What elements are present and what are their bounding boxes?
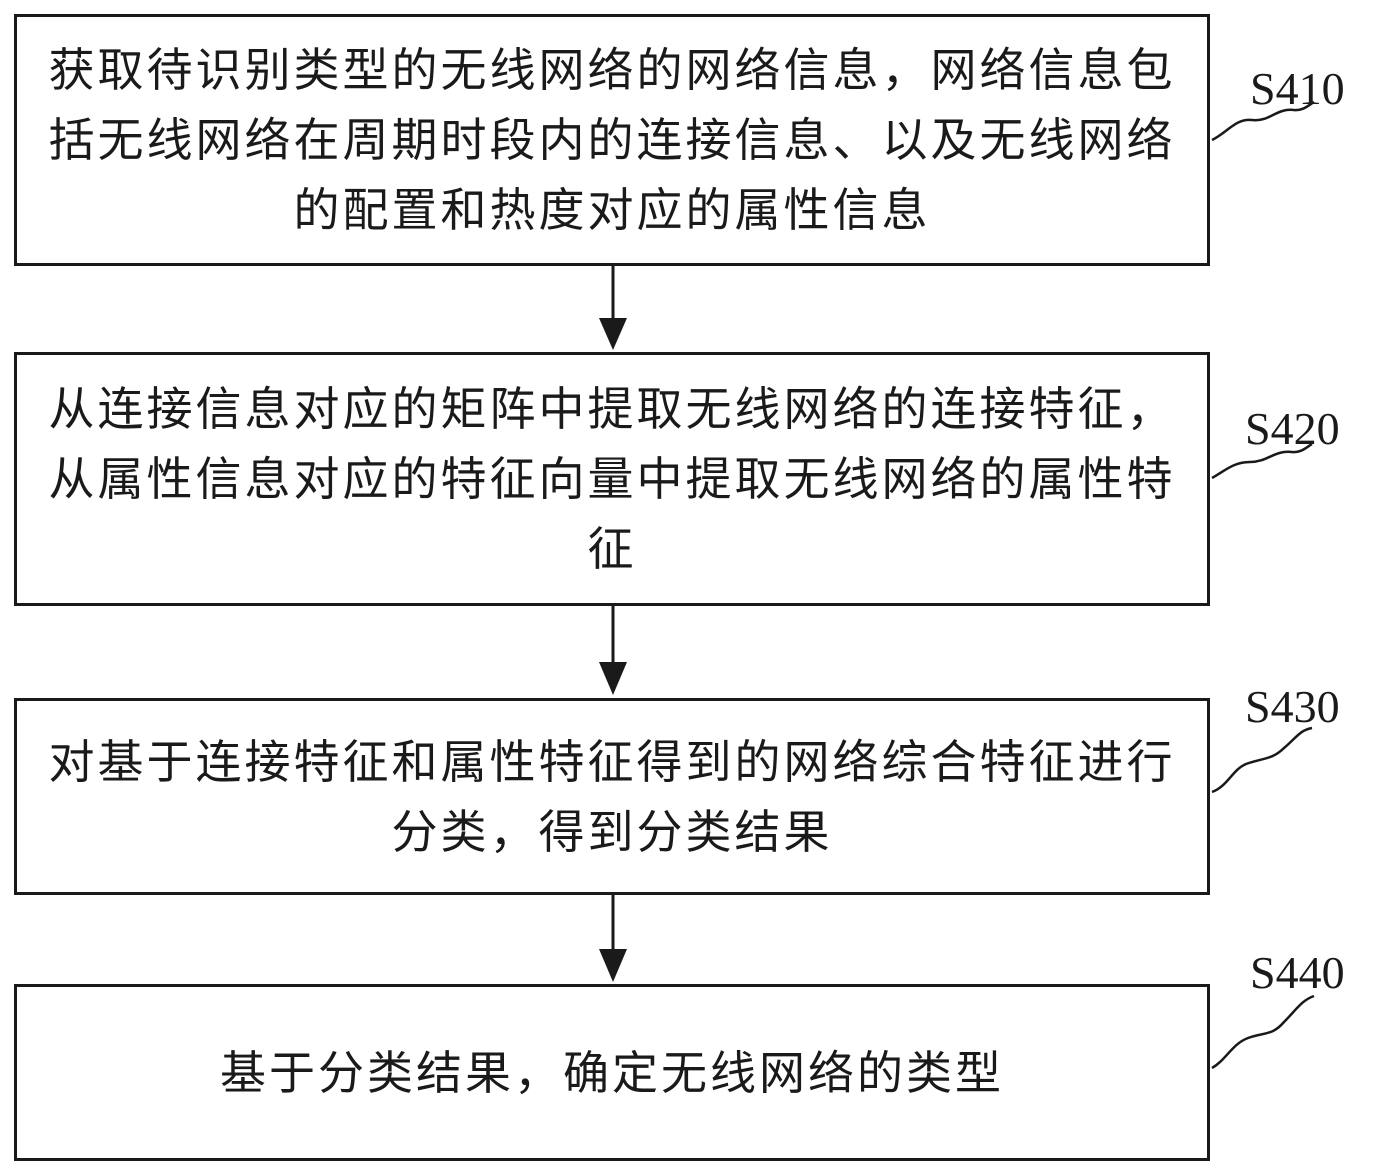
flow-arrow-2 (599, 606, 627, 695)
step-label-s440: S440 (1250, 947, 1345, 998)
step-box-s420: 从连接信息对应的矩阵中提取无线网络的连接特征，从属性信息对应的特征向量中提取无线… (14, 352, 1210, 606)
flow-arrow-1 (599, 266, 627, 350)
leader-line-s440 (1211, 994, 1315, 1070)
step-label-s420: S420 (1245, 403, 1340, 454)
step-text-s440: 基于分类结果，确定无线网络的类型 (220, 1045, 1004, 1100)
step-text-s410: 获取待识别类型的无线网络的网络信息，网络信息包括无线网络在周期时段内的连接信息、… (48, 43, 1176, 237)
step-text-s420: 从连接信息对应的矩阵中提取无线网络的连接特征，从属性信息对应的特征向量中提取无线… (48, 382, 1176, 576)
step-text-s430: 对基于连接特征和属性特征得到的网络综合特征进行分类，得到分类结果 (48, 734, 1176, 859)
leader-line-s430 (1211, 726, 1313, 794)
step-label-s430: S430 (1245, 681, 1340, 732)
step-box-s440: 基于分类结果，确定无线网络的类型 (14, 984, 1210, 1161)
step-label-s410: S410 (1250, 63, 1345, 114)
step-box-s410: 获取待识别类型的无线网络的网络信息，网络信息包括无线网络在周期时段内的连接信息、… (14, 14, 1210, 266)
flow-arrow-3 (599, 895, 627, 982)
step-box-s430: 对基于连接特征和属性特征得到的网络综合特征进行分类，得到分类结果 (14, 698, 1210, 895)
